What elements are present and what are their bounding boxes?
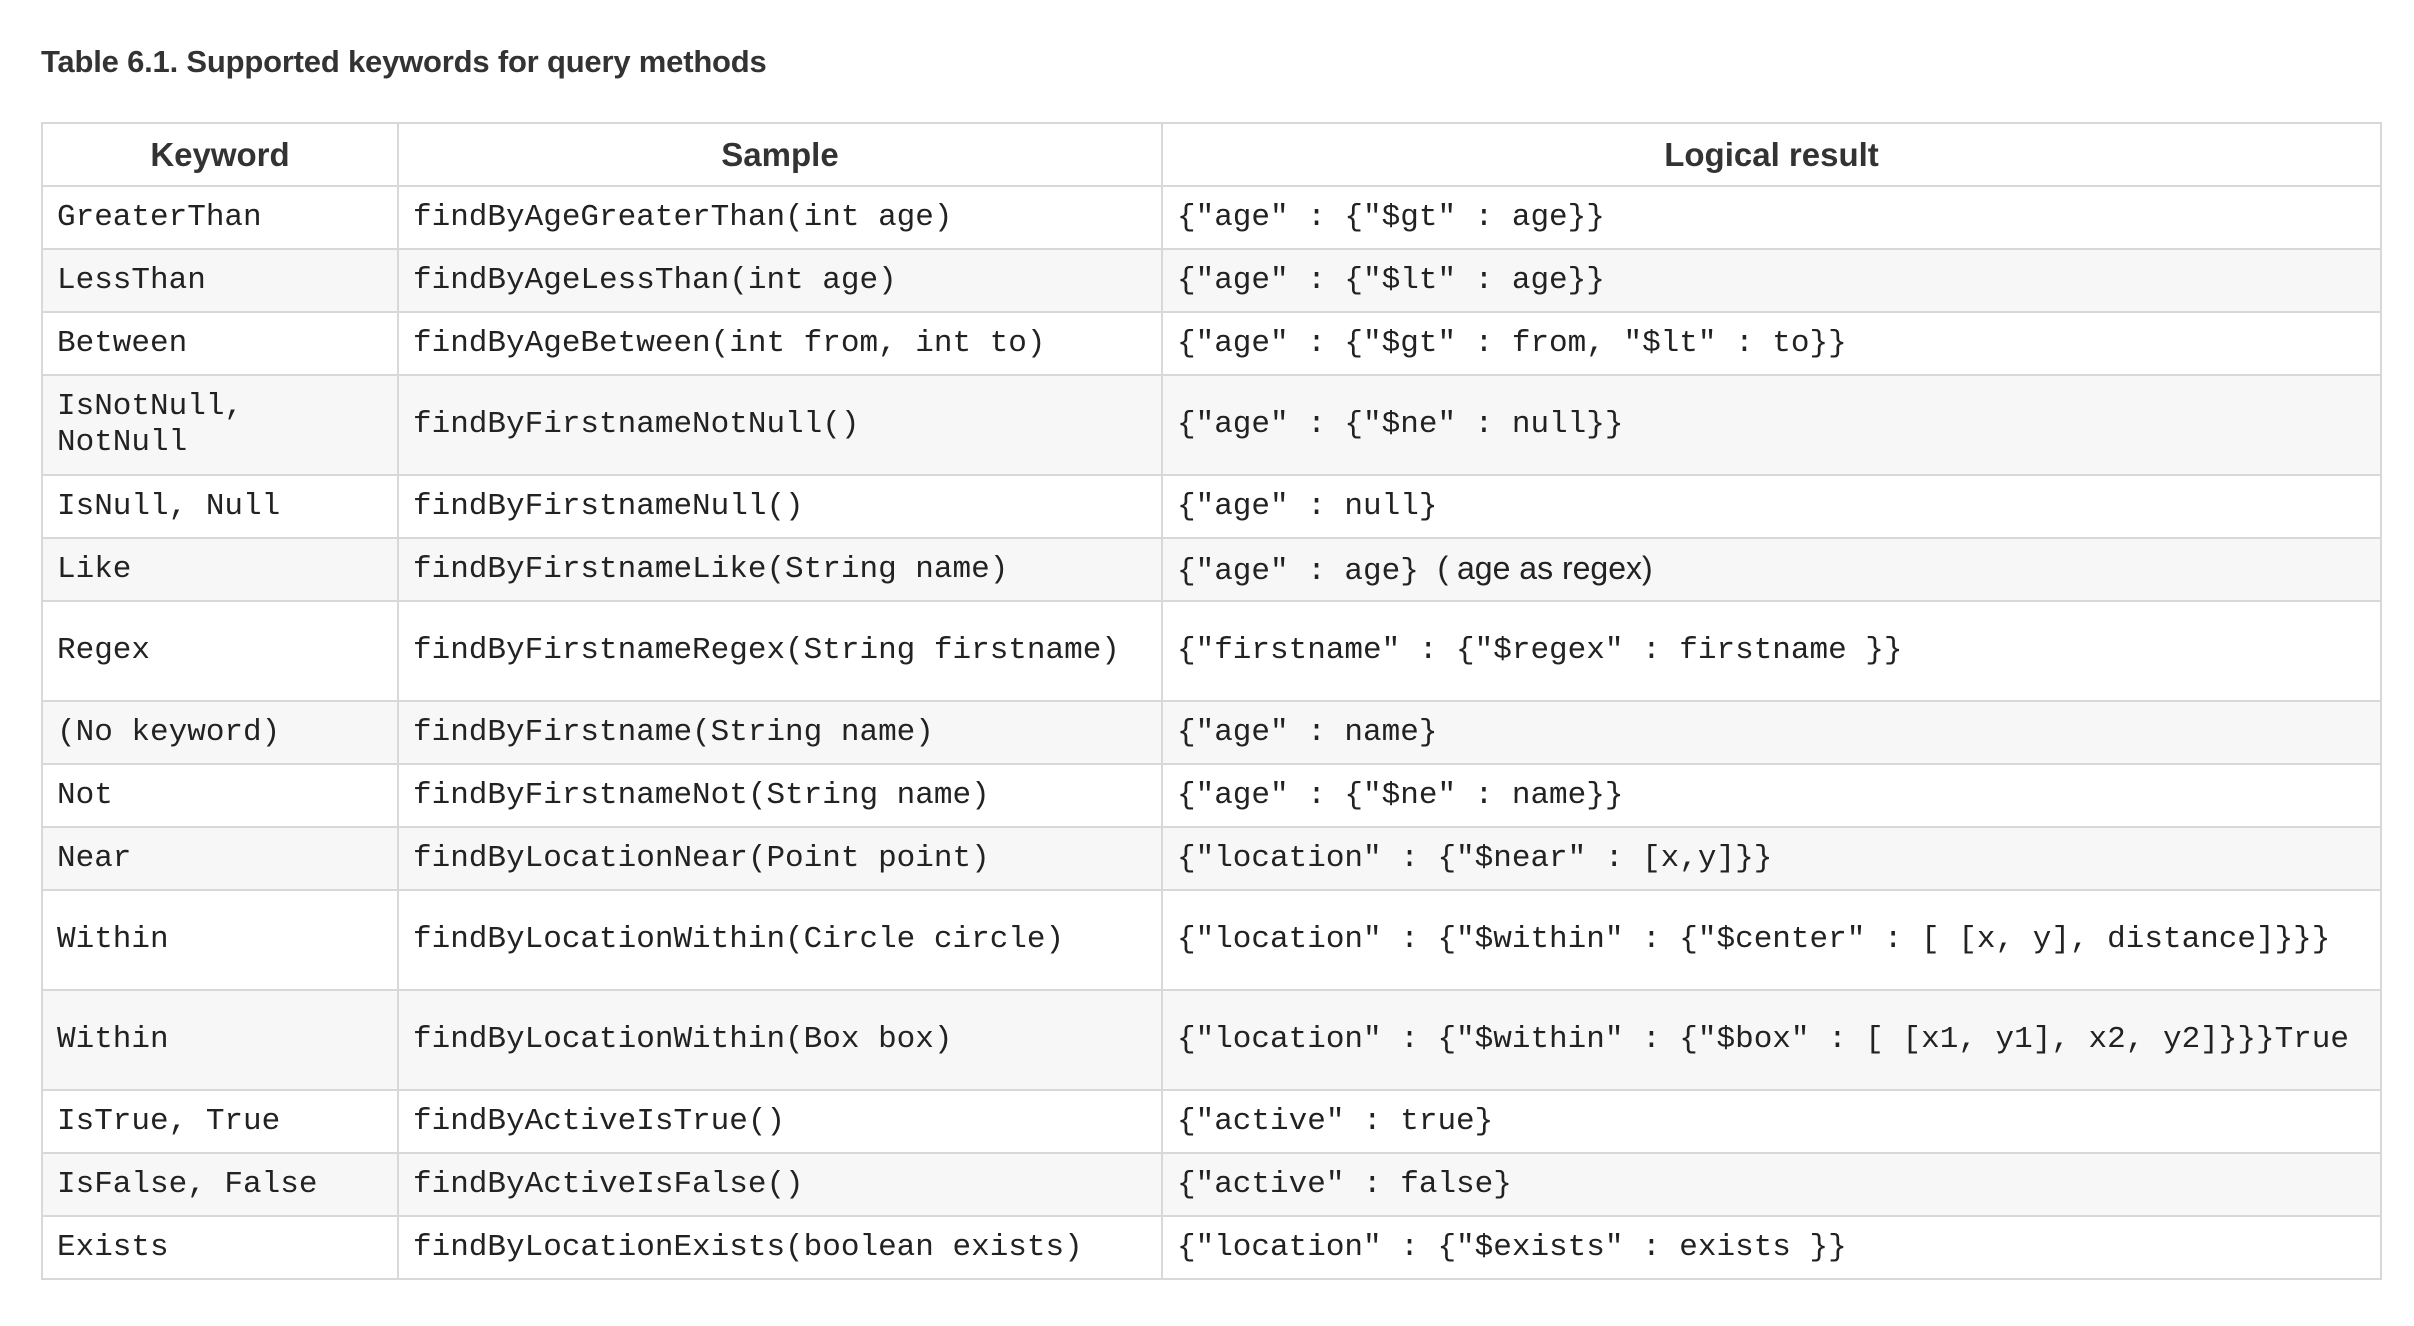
keyword-cell: LessThan — [41, 248, 399, 313]
keyword-cell: IsTrue, True — [41, 1089, 399, 1154]
sample-cell: findByLocationNear(Point point) — [397, 826, 1163, 891]
header-sample: Sample — [397, 122, 1163, 187]
result-cell: {"age" : {"$gt" : from, "$lt" : to}} — [1161, 311, 2382, 376]
sample-cell: findByLocationWithin(Box box) — [397, 989, 1163, 1091]
keyword-cell: Regex — [41, 600, 399, 702]
table-row: Within findByLocationWithin(Circle circl… — [41, 889, 2382, 991]
result-cell: {"location" : {"$within" : {"$box" : [ [… — [1161, 989, 2382, 1091]
sample-cell: findByAgeGreaterThan(int age) — [397, 185, 1163, 250]
table-row: Within findByLocationWithin(Box box) {"l… — [41, 989, 2382, 1091]
sample-cell: findByAgeBetween(int from, int to) — [397, 311, 1163, 376]
table-row: (No keyword) findByFirstname(String name… — [41, 700, 2382, 765]
result-cell: {"location" : {"$exists" : exists }} — [1161, 1215, 2382, 1280]
keyword-cell: Within — [41, 889, 399, 991]
table-row: IsFalse, False findByActiveIsFalse() {"a… — [41, 1152, 2382, 1217]
keyword-cell: IsNull, Null — [41, 474, 399, 539]
result-cell: {"location" : {"$within" : {"$center" : … — [1161, 889, 2382, 991]
keywords-table: Keyword Sample Logical result GreaterTha… — [41, 122, 2382, 1280]
result-cell: {"age" : name} — [1161, 700, 2382, 765]
table-row: Regex findByFirstnameRegex(String firstn… — [41, 600, 2382, 702]
keyword-cell: Exists — [41, 1215, 399, 1280]
sample-cell: findByFirstnameNotNull() — [397, 374, 1163, 476]
result-cell: {"active" : false} — [1161, 1152, 2382, 1217]
keyword-cell: Near — [41, 826, 399, 891]
result-cell: {"age" : age} ( age as regex) — [1161, 537, 2382, 602]
keyword-cell: Like — [41, 537, 399, 602]
table-caption: Table 6.1. Supported keywords for query … — [41, 44, 767, 79]
keyword-cell: Not — [41, 763, 399, 828]
result-code: {"age" : age} — [1177, 553, 1419, 589]
table-row: Like findByFirstnameLike(String name) {"… — [41, 537, 2382, 602]
keyword-cell: Between — [41, 311, 399, 376]
sample-cell: findByActiveIsTrue() — [397, 1089, 1163, 1154]
result-cell: {"age" : {"$lt" : age}} — [1161, 248, 2382, 313]
table-row: Between findByAgeBetween(int from, int t… — [41, 311, 2382, 376]
sample-cell: findByFirstnameLike(String name) — [397, 537, 1163, 602]
sample-cell: findByFirstnameNull() — [397, 474, 1163, 539]
result-cell: {"location" : {"$near" : [x,y]}} — [1161, 826, 2382, 891]
sample-cell: findByLocationExists(boolean exists) — [397, 1215, 1163, 1280]
result-cell: {"age" : {"$ne" : name}} — [1161, 763, 2382, 828]
sample-cell: findByLocationWithin(Circle circle) — [397, 889, 1163, 991]
sample-cell: findByFirstnameRegex(String firstname) — [397, 600, 1163, 702]
table-row: Exists findByLocationExists(boolean exis… — [41, 1215, 2382, 1280]
keyword-cell: Within — [41, 989, 399, 1091]
header-logical-result: Logical result — [1161, 122, 2382, 187]
table-row: Near findByLocationNear(Point point) {"l… — [41, 826, 2382, 891]
sample-cell: findByFirstnameNot(String name) — [397, 763, 1163, 828]
table-row: GreaterThan findByAgeGreaterThan(int age… — [41, 185, 2382, 250]
keyword-cell: IsFalse, False — [41, 1152, 399, 1217]
table-header-row: Keyword Sample Logical result — [41, 122, 2382, 187]
result-cell: {"firstname" : {"$regex" : firstname }} — [1161, 600, 2382, 702]
result-cell: {"age" : null} — [1161, 474, 2382, 539]
sample-cell: findByActiveIsFalse() — [397, 1152, 1163, 1217]
keyword-cell: (No keyword) — [41, 700, 399, 765]
result-note: ( age as regex) — [1437, 549, 1653, 586]
table-row: Not findByFirstnameNot(String name) {"ag… — [41, 763, 2382, 828]
result-cell: {"age" : {"$gt" : age}} — [1161, 185, 2382, 250]
keyword-cell: IsNotNull, NotNull — [41, 374, 399, 476]
result-cell: {"age" : {"$ne" : null}} — [1161, 374, 2382, 476]
table-row: LessThan findByAgeLessThan(int age) {"ag… — [41, 248, 2382, 313]
table-row: IsNotNull, NotNull findByFirstnameNotNul… — [41, 374, 2382, 476]
result-cell: {"active" : true} — [1161, 1089, 2382, 1154]
keyword-cell: GreaterThan — [41, 185, 399, 250]
table-row: IsTrue, True findByActiveIsTrue() {"acti… — [41, 1089, 2382, 1154]
sample-cell: findByAgeLessThan(int age) — [397, 248, 1163, 313]
header-keyword: Keyword — [41, 122, 399, 187]
table-row: IsNull, Null findByFirstnameNull() {"age… — [41, 474, 2382, 539]
sample-cell: findByFirstname(String name) — [397, 700, 1163, 765]
